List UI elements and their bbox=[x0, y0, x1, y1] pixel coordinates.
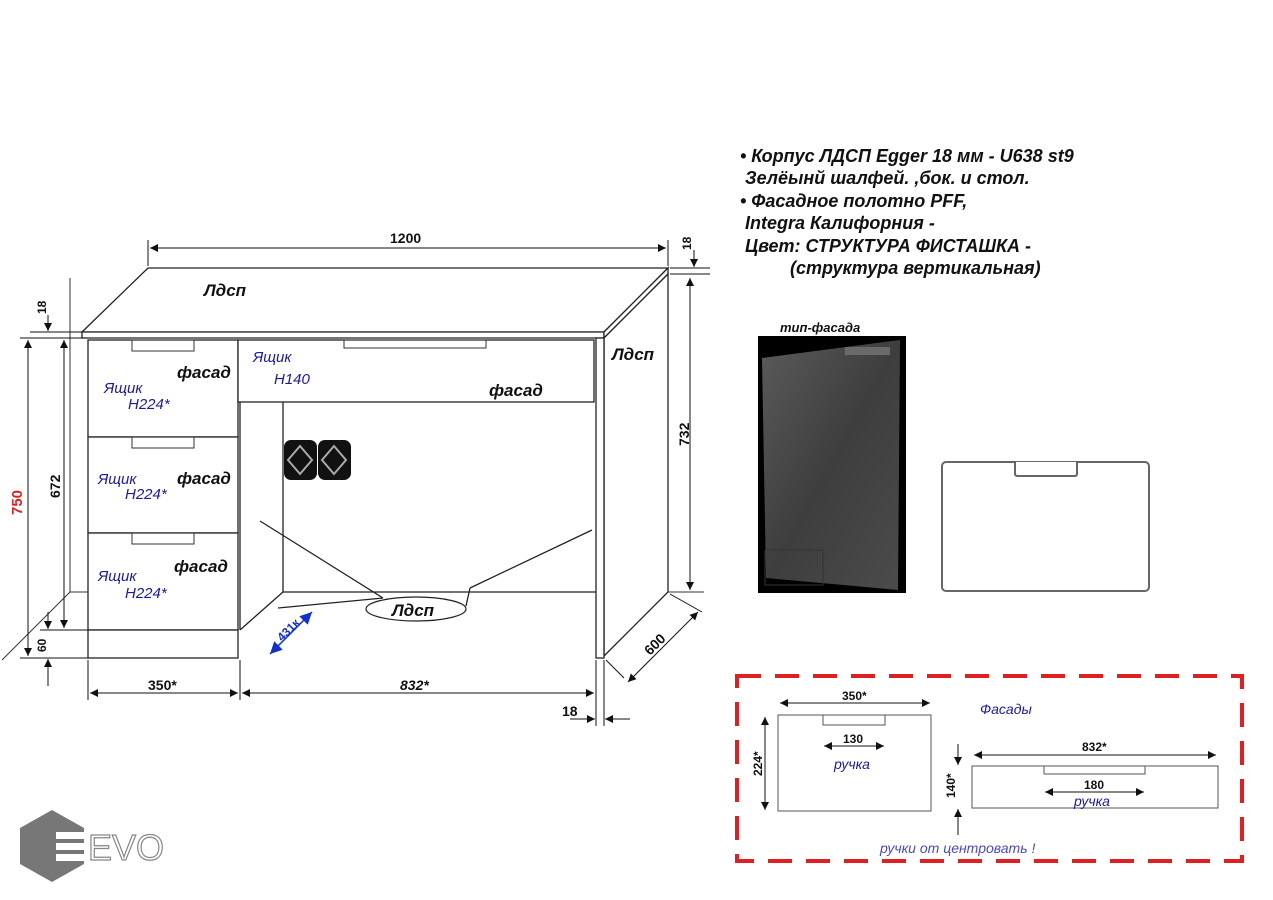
facade-label-3: фасад bbox=[174, 557, 228, 576]
facade-big bbox=[777, 714, 932, 812]
facade-small-handle-width: 180 bbox=[1084, 778, 1104, 792]
facade-label-2: фасад bbox=[177, 469, 231, 488]
facade-big-height: 224* bbox=[751, 751, 765, 776]
leader-lines bbox=[259, 520, 593, 622]
facade-big-width: 350* bbox=[842, 689, 867, 703]
facade-big-handle bbox=[822, 714, 886, 726]
dim-height-total: 750 bbox=[9, 490, 26, 515]
svg-text:EVO: EVO bbox=[88, 827, 164, 868]
drawer-height: H140 bbox=[274, 371, 311, 388]
facade-label-1: фасад bbox=[177, 363, 231, 382]
facade-small-handle-label: ручка bbox=[1073, 793, 1110, 809]
dim-diagonal: 431к bbox=[274, 615, 303, 644]
side-label: Лдсп bbox=[610, 345, 655, 364]
top-label: Лдсп bbox=[202, 281, 247, 300]
drawer-2-handle bbox=[131, 436, 195, 449]
facades-box: Фасады 350* 130 ручка 224* 832* 180 ручк… bbox=[735, 674, 1244, 863]
facade-big-handle-label: ручка bbox=[833, 756, 870, 772]
dim-opening-width: 832* bbox=[400, 677, 429, 693]
drawer-h140-handle bbox=[343, 339, 487, 349]
svg-text:• Фасадное полотно PFF,: • Фасадное полотно PFF, bbox=[740, 191, 967, 211]
facade-small-handle bbox=[1043, 765, 1146, 775]
drawer-label: Ящик bbox=[97, 568, 137, 585]
svg-text:Цвет: СТРУКТУРА ФИСТАШКА -: Цвет: СТРУКТУРА ФИСТАШКА - bbox=[745, 236, 1031, 256]
svg-text:Integra Калифорния -: Integra Калифорния - bbox=[745, 213, 935, 233]
drawer-height: H224* bbox=[125, 486, 168, 503]
svg-text:Зелёынй шалфей. ,бок. и стол.: Зелёынй шалфей. ,бок. и стол. bbox=[745, 168, 1030, 188]
evo-logo: EVO bbox=[20, 810, 165, 882]
dim-top-thickness-left: 18 bbox=[35, 300, 49, 314]
facades-title: Фасады bbox=[980, 701, 1032, 717]
facades-note: ручки от центровать ! bbox=[879, 840, 1035, 856]
dim-depth: 600 bbox=[641, 630, 669, 658]
facade-label-top: фасад bbox=[489, 381, 543, 400]
drawer-label: Ящик bbox=[103, 380, 143, 397]
facade-sample-title: тип-фасада bbox=[780, 320, 860, 335]
drawer-height: H224* bbox=[125, 585, 168, 602]
drawer-1-handle bbox=[131, 339, 195, 352]
tabletop-edge bbox=[81, 331, 605, 339]
drawer-label: Ящик bbox=[252, 349, 292, 366]
facade-small-height: 140* bbox=[944, 773, 958, 798]
facade-outline bbox=[941, 461, 1150, 592]
right-side-panel bbox=[603, 272, 669, 658]
drawer-h140[interactable] bbox=[237, 339, 595, 403]
floor-label-ellipse bbox=[365, 596, 467, 622]
dim-top-thickness: 18 bbox=[680, 236, 694, 250]
dim-height-body: 672 bbox=[47, 474, 63, 498]
spec-text: • Корпус ЛДСП Egger 18 мм - U638 st9 Зел… bbox=[740, 146, 1074, 278]
dim-pedestal-width: 350* bbox=[148, 677, 177, 693]
facade-texture-image bbox=[758, 336, 906, 593]
tabletop bbox=[80, 267, 670, 333]
svg-text:• Корпус ЛДСП Egger 18 мм - U6: • Корпус ЛДСП Egger 18 мм - U638 st9 bbox=[740, 146, 1074, 166]
drawer-3-handle bbox=[131, 532, 195, 545]
dim-side-thickness: 18 bbox=[562, 703, 578, 719]
plinth bbox=[87, 629, 239, 659]
dim-side-height: 732 bbox=[676, 422, 692, 446]
svg-text:(структура вертикальная): (структура вертикальная) bbox=[790, 258, 1041, 278]
drawer-height: H224* bbox=[128, 396, 171, 413]
drawer-label: Ящик bbox=[97, 471, 137, 488]
dim-plinth: 60 bbox=[35, 638, 49, 652]
facade-small-width: 832* bbox=[1082, 740, 1107, 754]
dimensions: 1200 18 732 600 18 750 672 60 350* 832* … bbox=[9, 230, 710, 726]
floor-label: Лдсп bbox=[390, 601, 435, 620]
right-side-front-edge bbox=[595, 337, 605, 659]
dim-width: 1200 bbox=[390, 230, 421, 246]
facade-big-handle-width: 130 bbox=[843, 732, 863, 746]
socket-icon bbox=[284, 440, 351, 480]
